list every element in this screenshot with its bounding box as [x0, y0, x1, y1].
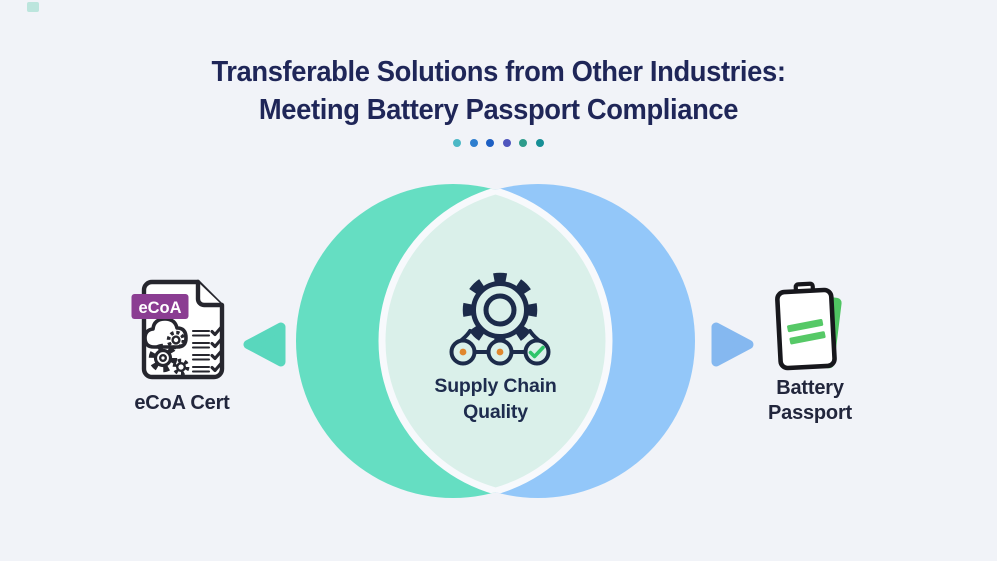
divider-dot	[486, 139, 495, 147]
gear-icon	[148, 343, 178, 373]
battery-stripe	[787, 318, 824, 333]
battery-passport-icon	[775, 281, 842, 371]
battery-stripe	[789, 331, 826, 345]
ecoa-certificate-document-icon: eCoA	[131, 279, 225, 380]
ecoa-badge-label: eCoA	[138, 299, 181, 317]
check-icon	[528, 345, 545, 359]
divider-dot	[502, 139, 511, 147]
venn-center-label: Supply Chain Quality	[434, 375, 557, 423]
divider-dot	[453, 139, 462, 147]
arrow-right-icon	[711, 322, 754, 367]
page-title-line1: Transferable Solutions from Other Indust…	[211, 56, 786, 88]
corner-decoration	[27, 2, 39, 12]
page-title-line2: Meeting Battery Passport Compliance	[258, 94, 739, 126]
gear-supply-chain-icon	[449, 272, 551, 366]
checklist-lines	[191, 329, 211, 373]
divider-dots	[0, 139, 997, 147]
ecoa-badge	[131, 294, 189, 319]
page-title: Transferable Solutions from Other Indust…	[20, 53, 977, 129]
checklist-checks	[210, 325, 223, 373]
gear-icon-small	[172, 358, 190, 376]
divider-dot	[519, 139, 528, 147]
chain-dot	[496, 348, 504, 356]
ecoa-cert-label: eCoA Cert	[134, 392, 230, 414]
arrow-left-icon	[243, 322, 286, 367]
arrow-right-shape	[711, 322, 754, 367]
venn-diagram	[296, 184, 695, 498]
divider-dot	[469, 139, 478, 147]
document-fold	[195, 279, 225, 308]
battery-body	[775, 287, 837, 371]
chain-dot	[459, 348, 467, 356]
divider-dot	[535, 139, 544, 147]
battery-passport-label: Battery Passport	[768, 377, 852, 424]
arrow-left-shape	[243, 322, 286, 367]
